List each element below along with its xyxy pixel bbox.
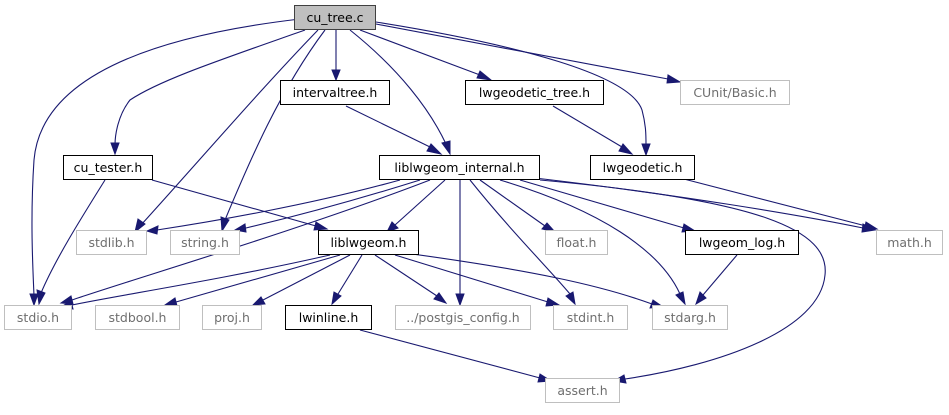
- node-string-h: string.h: [170, 230, 240, 255]
- edge-liblwgeom-stdarg: [404, 252, 653, 305]
- edge-cu_tree-liblwgeom_internal: [349, 29, 447, 145]
- node-stdio-h: stdio.h: [4, 305, 72, 330]
- arrowhead: [313, 221, 329, 231]
- edge-liblwgeom-proj: [262, 254, 351, 301]
- edge-liblwgeom-postgis_config: [374, 254, 438, 297]
- node-liblwgeom-h[interactable]: liblwgeom.h: [318, 230, 419, 255]
- arrowhead: [145, 225, 159, 235]
- edge-cu_tree-cu_tester: [114, 29, 306, 146]
- node-proj-h: proj.h: [202, 305, 262, 330]
- arrowhead: [331, 69, 341, 82]
- arrowhead: [441, 140, 451, 156]
- arrowhead: [455, 293, 465, 307]
- node-lwgeodetic-h[interactable]: lwgeodetic.h: [590, 155, 695, 180]
- edge-internal-stdint: [469, 179, 571, 295]
- edge-lwgeodetic_tree-lwgeodetic: [552, 105, 623, 148]
- arrowhead: [433, 292, 448, 304]
- arrowhead: [331, 291, 342, 306]
- node-stdbool-h: stdbool.h: [95, 305, 180, 330]
- node-intervaltree-h[interactable]: intervaltree.h: [280, 80, 390, 105]
- edge-internal-string: [245, 179, 421, 229]
- edge-internal-stdlib: [156, 179, 401, 231]
- arrowhead: [110, 142, 120, 156]
- arrowhead: [426, 143, 443, 155]
- node-liblwgeom-internal-h[interactable]: liblwgeom_internal.h: [379, 155, 540, 180]
- arrowhead: [861, 223, 877, 233]
- node-stdlib-h: stdlib.h: [76, 230, 147, 255]
- arrowhead: [134, 218, 146, 234]
- edge-cu_tree-lwgeodetic: [375, 21, 647, 146]
- arrowhead: [641, 143, 651, 157]
- node-assert-h: assert.h: [545, 378, 620, 403]
- arrowhead: [29, 293, 39, 307]
- edge-internal-liblwgeom: [394, 179, 446, 226]
- node-postgis-config-h: ../postgis_config.h: [395, 305, 531, 330]
- edge-liblwgeom-stdio: [71, 254, 331, 306]
- arrowhead: [545, 297, 561, 307]
- node-cu-tester-h[interactable]: cu_tester.h: [63, 155, 153, 180]
- edge-liblwgeom-stdint: [394, 254, 549, 303]
- edge-cu_tester-stdio: [40, 179, 106, 294]
- edge-cu_tree-lwgeodetic_tree: [359, 29, 481, 76]
- node-lwgeom-log-h[interactable]: lwgeom_log.h: [685, 230, 799, 255]
- node-lwgeodetic-tree-h[interactable]: lwgeodetic_tree.h: [465, 80, 604, 105]
- edge-internal-math: [534, 177, 864, 229]
- edge-lwgeodetic-math: [679, 177, 867, 227]
- edge-cu_tester-liblwgeom: [151, 179, 317, 227]
- arrowhead: [695, 291, 707, 306]
- edge-lwgeom_log-stdarg: [702, 254, 738, 296]
- arrowhead: [476, 70, 493, 81]
- node-lwinline-h[interactable]: lwinline.h: [285, 305, 372, 330]
- edge-internal-lwgeom_log: [519, 179, 685, 229]
- edge-cu_tree-string: [224, 29, 326, 221]
- arrowhead: [251, 296, 266, 306]
- edge-cu_tree-stdlib: [140, 29, 319, 226]
- arrowhead: [666, 74, 682, 84]
- node-stdarg-h: stdarg.h: [652, 305, 728, 330]
- edge-liblwgeom-stdbool: [175, 254, 341, 303]
- node-stdint-h: stdint.h: [553, 305, 628, 330]
- edge-lwinline-assert: [359, 329, 541, 379]
- node-float-h: float.h: [545, 230, 608, 255]
- node-math-h: math.h: [876, 230, 943, 255]
- edge-internal-stdarg: [499, 179, 681, 295]
- node-cu-tree-c: cu_tree.c: [294, 5, 376, 30]
- edge-liblwgeom-lwinline: [337, 254, 363, 295]
- arrowhead: [618, 143, 634, 155]
- edge-internal-float: [479, 179, 546, 227]
- edge-internal-assert: [539, 179, 826, 380]
- node-cunit-basic-h: CUnit/Basic.h: [680, 80, 790, 105]
- edge-cu_tree-stdio: [31, 18, 301, 297]
- edge-intervaltree-liblwgeom_internal: [345, 105, 431, 148]
- arrowhead: [565, 291, 576, 306]
- arrowhead: [36, 289, 46, 306]
- arrowhead: [675, 291, 686, 306]
